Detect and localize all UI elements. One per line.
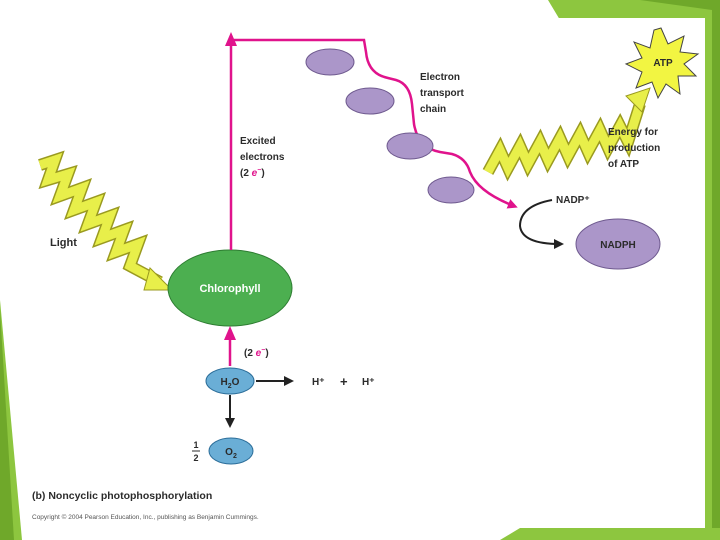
etc-carrier-2 (345, 87, 395, 115)
oxygen-label: O2 (225, 447, 237, 460)
etc-carrier-3 (386, 132, 434, 160)
light-arrowhead (143, 267, 174, 291)
copyright-notice: Copyright © 2004 Pearson Education, Inc.… (32, 513, 259, 521)
h-plus-1-label: H⁺ (312, 377, 325, 388)
energy-zigzag-fill (484, 102, 645, 179)
light-zigzag-fill (38, 152, 163, 286)
oxygen-node (208, 437, 254, 465)
etc-label-line3: chain (420, 104, 446, 115)
figure-caption: (b) Noncyclic photophosphorylation (32, 490, 212, 502)
pathway-up-arrowhead (225, 32, 237, 46)
nadp-reduction-arrow (518, 199, 564, 249)
nadph-label: NADPH (600, 240, 636, 251)
atp-label: ATP (653, 58, 673, 69)
excited-label-line1: Excited (240, 136, 276, 147)
half-denominator: 2 (193, 453, 198, 463)
light-label: Light (50, 237, 77, 249)
nadp-plus-label: NADP⁺ (556, 195, 590, 206)
chlorophyll-label: Chlorophyll (199, 283, 260, 295)
water-label: H2O (221, 377, 240, 390)
h-plus-2-label: H⁺ (362, 377, 375, 388)
etc-label-line1: Electron (420, 72, 460, 83)
slide-accent-bottom (500, 528, 720, 540)
slide-accent-left-dark (0, 310, 14, 540)
half-numerator: 1 (193, 440, 198, 450)
etc-carrier-4 (427, 176, 475, 204)
water-electron-arrowhead (224, 326, 236, 340)
energy-arrowhead (625, 87, 651, 113)
slide-accent-right-dark (640, 0, 720, 540)
excited-label-line2: electrons (240, 152, 285, 163)
two-e-label: (2 e−) (244, 347, 269, 359)
energy-label-line3: of ATP (608, 159, 639, 170)
atp-burst-icon (624, 27, 700, 100)
excited-label-line3: (2 e−) (240, 167, 265, 179)
etc-carrier-1 (305, 48, 355, 76)
nadph-node (575, 218, 661, 270)
plus-sign: + (340, 374, 348, 389)
energy-label-line1: Energy for (608, 127, 658, 138)
energy-label-line2: production (608, 143, 660, 154)
water-node (205, 367, 255, 395)
etc-label-line2: transport (420, 88, 465, 99)
